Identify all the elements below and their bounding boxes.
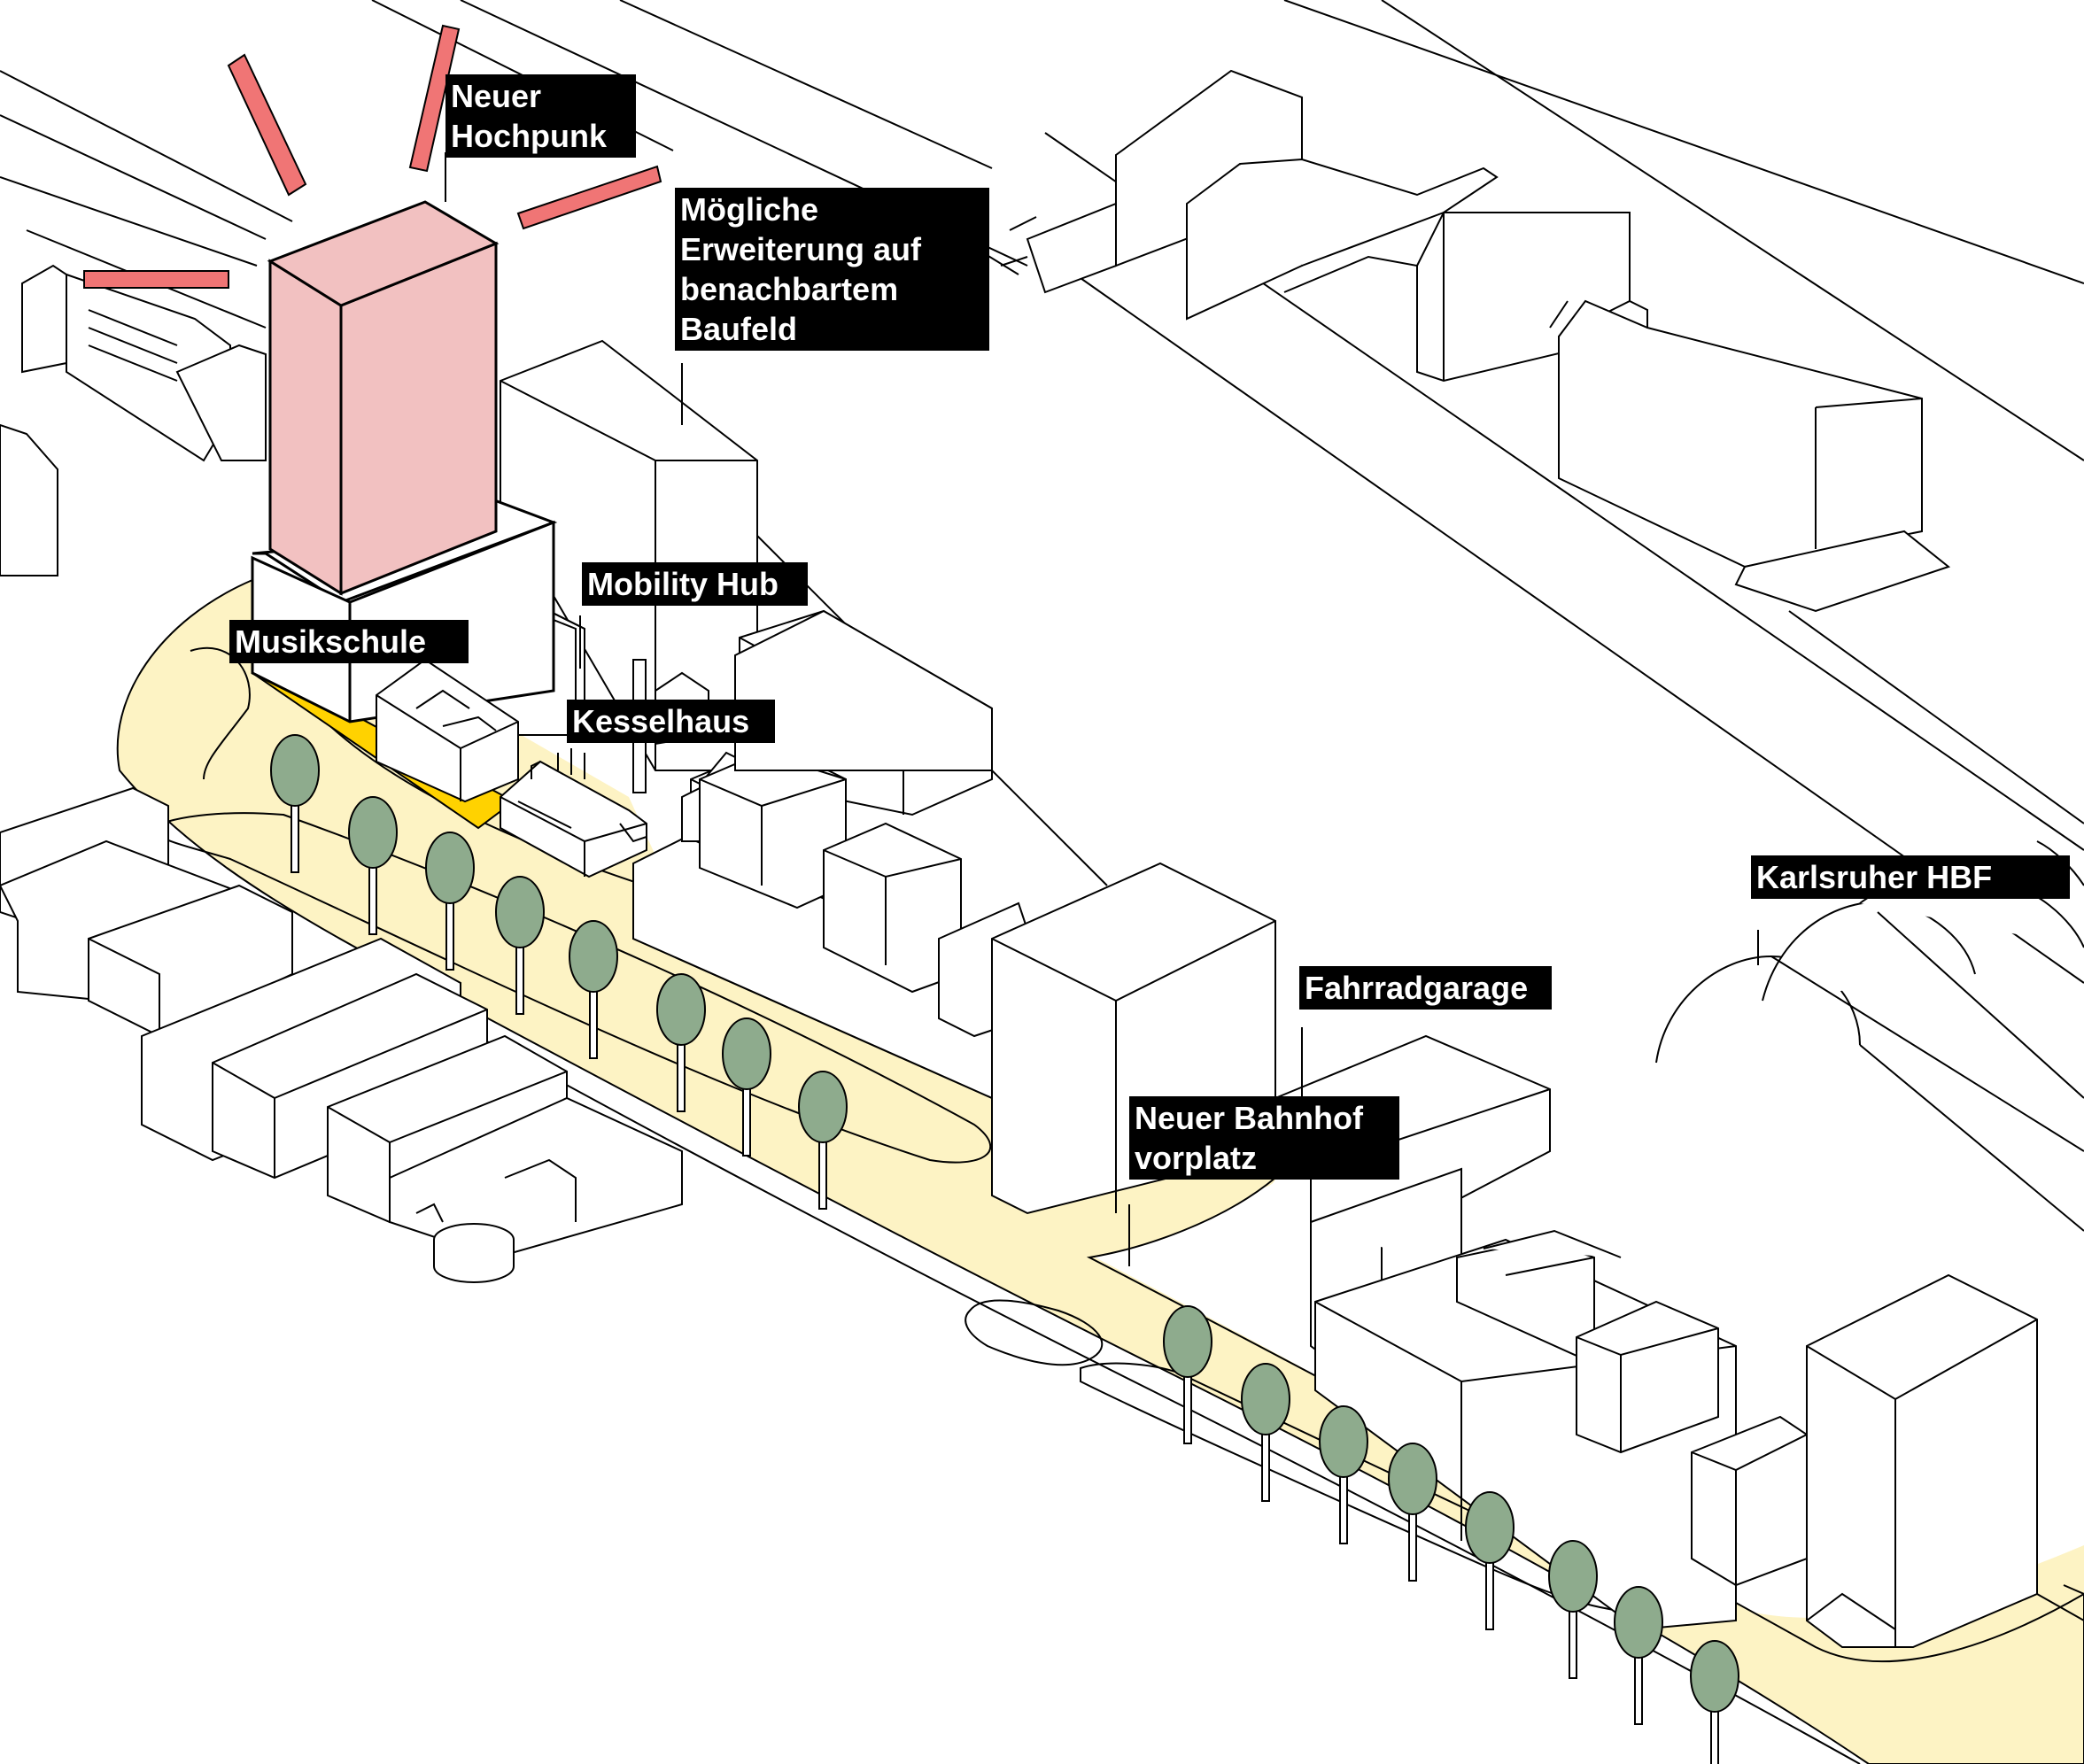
tree-icon: [798, 1071, 848, 1210]
hbf-hall: [1655, 840, 2084, 1232]
tree-row-right: [1163, 1305, 1739, 1764]
musikschule-building: [376, 658, 519, 803]
label-karlsruher-hbf: Karlsruher HBF: [1751, 855, 2070, 899]
station-area-buildings: [0, 264, 267, 576]
upper-right-blocks: [1000, 69, 1951, 613]
tree-icon: [1548, 1540, 1598, 1679]
tree-icon: [348, 796, 398, 935]
tree-icon: [1388, 1443, 1437, 1582]
tree-icon: [270, 734, 320, 873]
tree-icon: [1614, 1586, 1663, 1725]
highlight-rays: [83, 24, 662, 289]
kesselhaus-building: [500, 659, 709, 878]
label-erweiterung: Mögliche Erweiterung auf benachbartem Ba…: [675, 188, 989, 351]
label-kesselhaus: Kesselhaus: [567, 700, 775, 743]
highlight-ray: [227, 53, 307, 197]
highlight-ray: [83, 270, 229, 289]
tree-icon: [1319, 1405, 1368, 1544]
tree-icon: [495, 876, 545, 1015]
tree-icon: [1241, 1363, 1290, 1502]
leader-lines: [445, 152, 1759, 1266]
left-building-cluster: [0, 786, 683, 1283]
tree-icon: [1163, 1305, 1212, 1444]
tree-icon: [425, 832, 475, 971]
highlight-ray: [408, 24, 461, 173]
right-blocks: [1274, 1034, 2084, 1648]
highlight-ray: [516, 165, 662, 230]
label-neuer-hochpunkt: Neuer Hochpunk: [445, 74, 636, 158]
tree-icon: [1465, 1491, 1515, 1630]
label-fahrradgarage: Fahrradgarage: [1299, 966, 1552, 1010]
tree-icon: [1690, 1640, 1739, 1764]
tree-icon: [722, 1017, 771, 1157]
label-mobility-hub: Mobility Hub: [582, 562, 808, 606]
neuer-hochpunkt-tower: [251, 200, 558, 723]
label-musikschule: Musikschule: [229, 620, 469, 663]
tree-icon: [656, 973, 706, 1112]
tree-icon: [569, 920, 618, 1059]
tree-row-left: [270, 734, 848, 1210]
label-bahnhofvorplatz: Neuer Bahnhof vorplatz: [1129, 1096, 1399, 1180]
